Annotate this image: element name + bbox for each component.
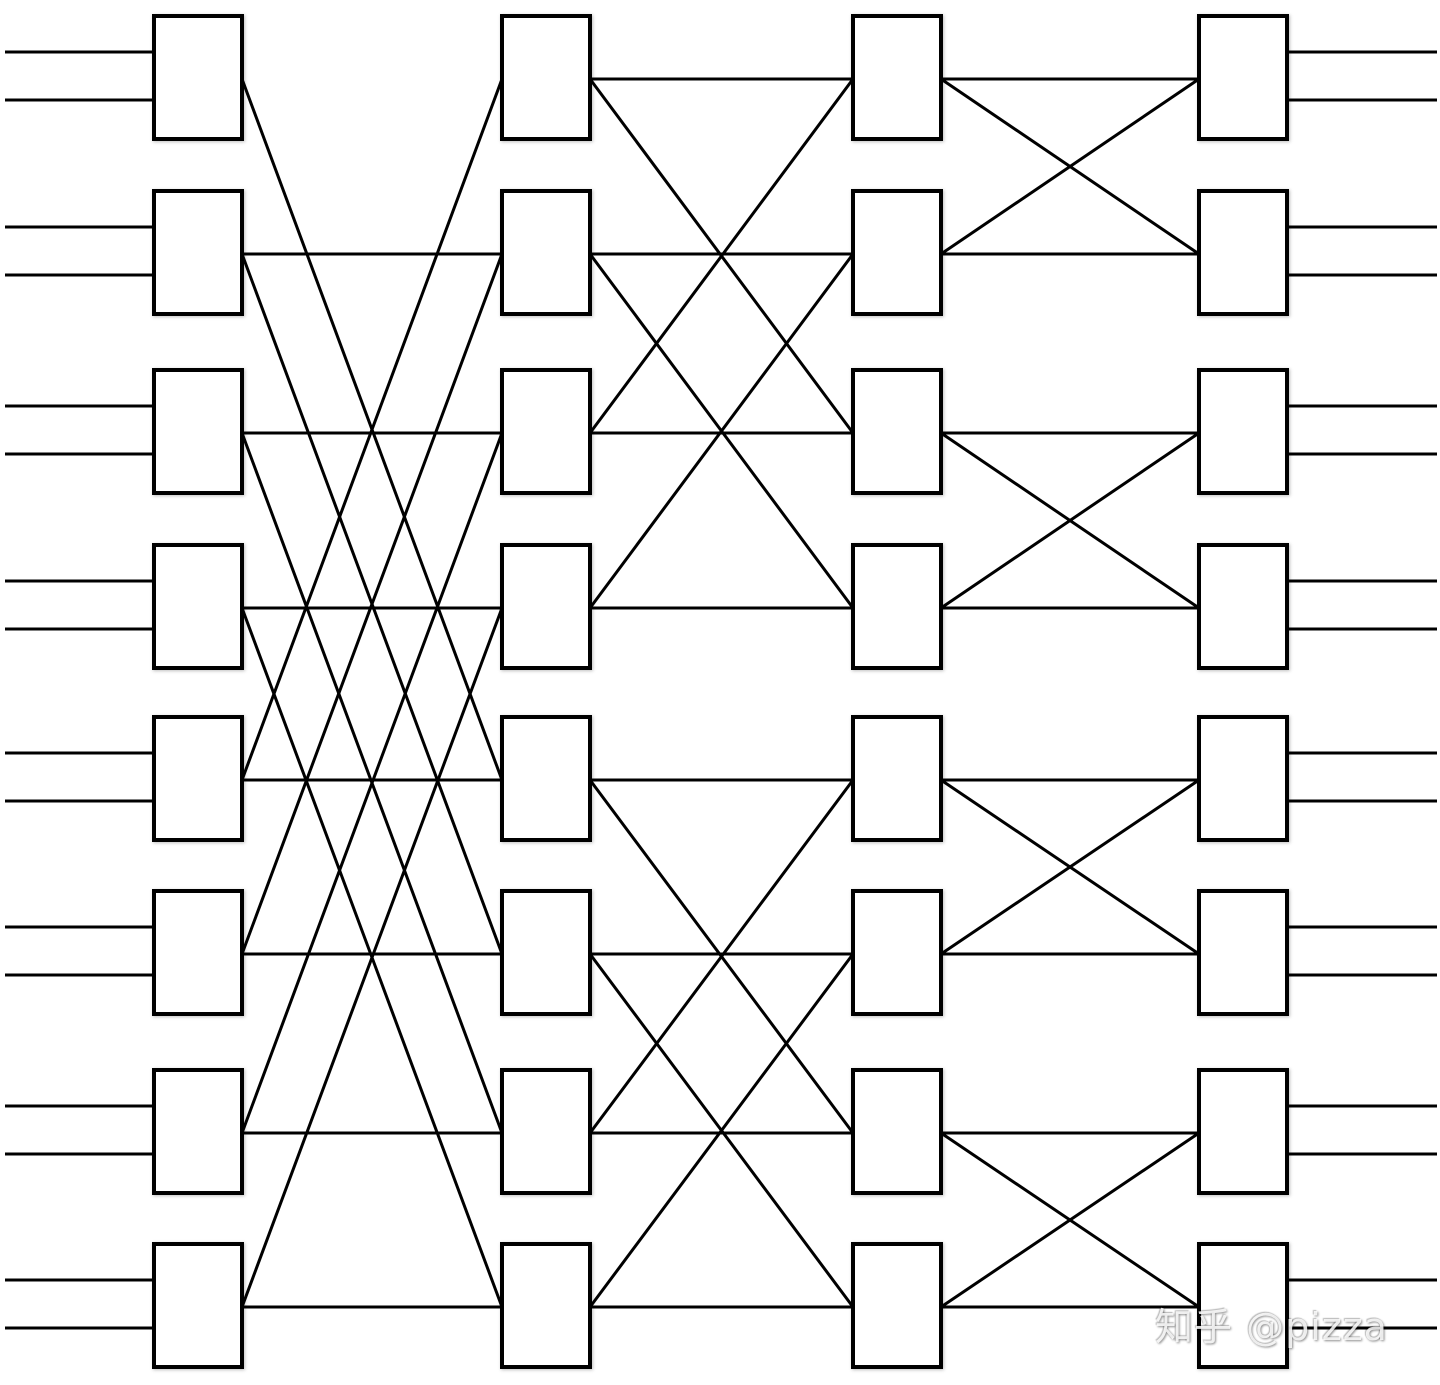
link-line <box>240 252 504 956</box>
switch-box <box>1197 715 1289 842</box>
switch-box <box>851 189 943 316</box>
switch-box <box>152 1242 244 1369</box>
switch-box <box>851 543 943 670</box>
switch-box <box>500 368 592 495</box>
io-lines <box>5 50 1437 1330</box>
switch-box <box>851 889 943 1016</box>
switch-box <box>152 543 244 670</box>
switch-box <box>851 14 943 141</box>
switch-box <box>1197 1242 1289 1369</box>
switch-box <box>500 715 592 842</box>
switch-box <box>152 189 244 316</box>
switch-box <box>500 543 592 670</box>
switch-box <box>152 715 244 842</box>
stage-3-to-4 <box>939 77 1201 1309</box>
link-line <box>240 77 504 782</box>
switch-box <box>500 1242 592 1369</box>
switch-box <box>1197 889 1289 1016</box>
link-line <box>588 252 855 610</box>
stage-3-column <box>851 14 943 1369</box>
switch-box <box>851 368 943 495</box>
stage-2-to-3 <box>588 77 855 1309</box>
switch-box <box>1197 189 1289 316</box>
link-line <box>939 77 1201 256</box>
switch-box <box>1197 1068 1289 1195</box>
switch-box <box>152 368 244 495</box>
switch-box <box>1197 543 1289 670</box>
link-line <box>240 431 504 1135</box>
stage-1-column <box>152 14 244 1369</box>
link-line <box>939 778 1201 956</box>
link-line <box>240 606 504 1309</box>
switch-box <box>851 715 943 842</box>
link-line <box>588 77 855 435</box>
link-line <box>588 778 855 1135</box>
stage-4-column <box>1197 14 1289 1369</box>
switch-box <box>500 1068 592 1195</box>
interstage-links <box>240 77 1201 1309</box>
switch-box <box>851 1068 943 1195</box>
switch-box <box>1197 14 1289 141</box>
switch-box <box>1197 368 1289 495</box>
switch-box <box>152 14 244 141</box>
switch-box <box>500 14 592 141</box>
stage-1-to-2 <box>240 77 504 1309</box>
switch-box <box>851 1242 943 1369</box>
stage-2-column <box>500 14 592 1369</box>
link-line <box>939 431 1201 610</box>
switch-box <box>152 1068 244 1195</box>
switch-boxes <box>152 14 1289 1369</box>
switch-box <box>500 889 592 1016</box>
link-line <box>939 1131 1201 1309</box>
link-line <box>588 952 855 1309</box>
switch-box <box>152 889 244 1016</box>
switch-box <box>500 189 592 316</box>
